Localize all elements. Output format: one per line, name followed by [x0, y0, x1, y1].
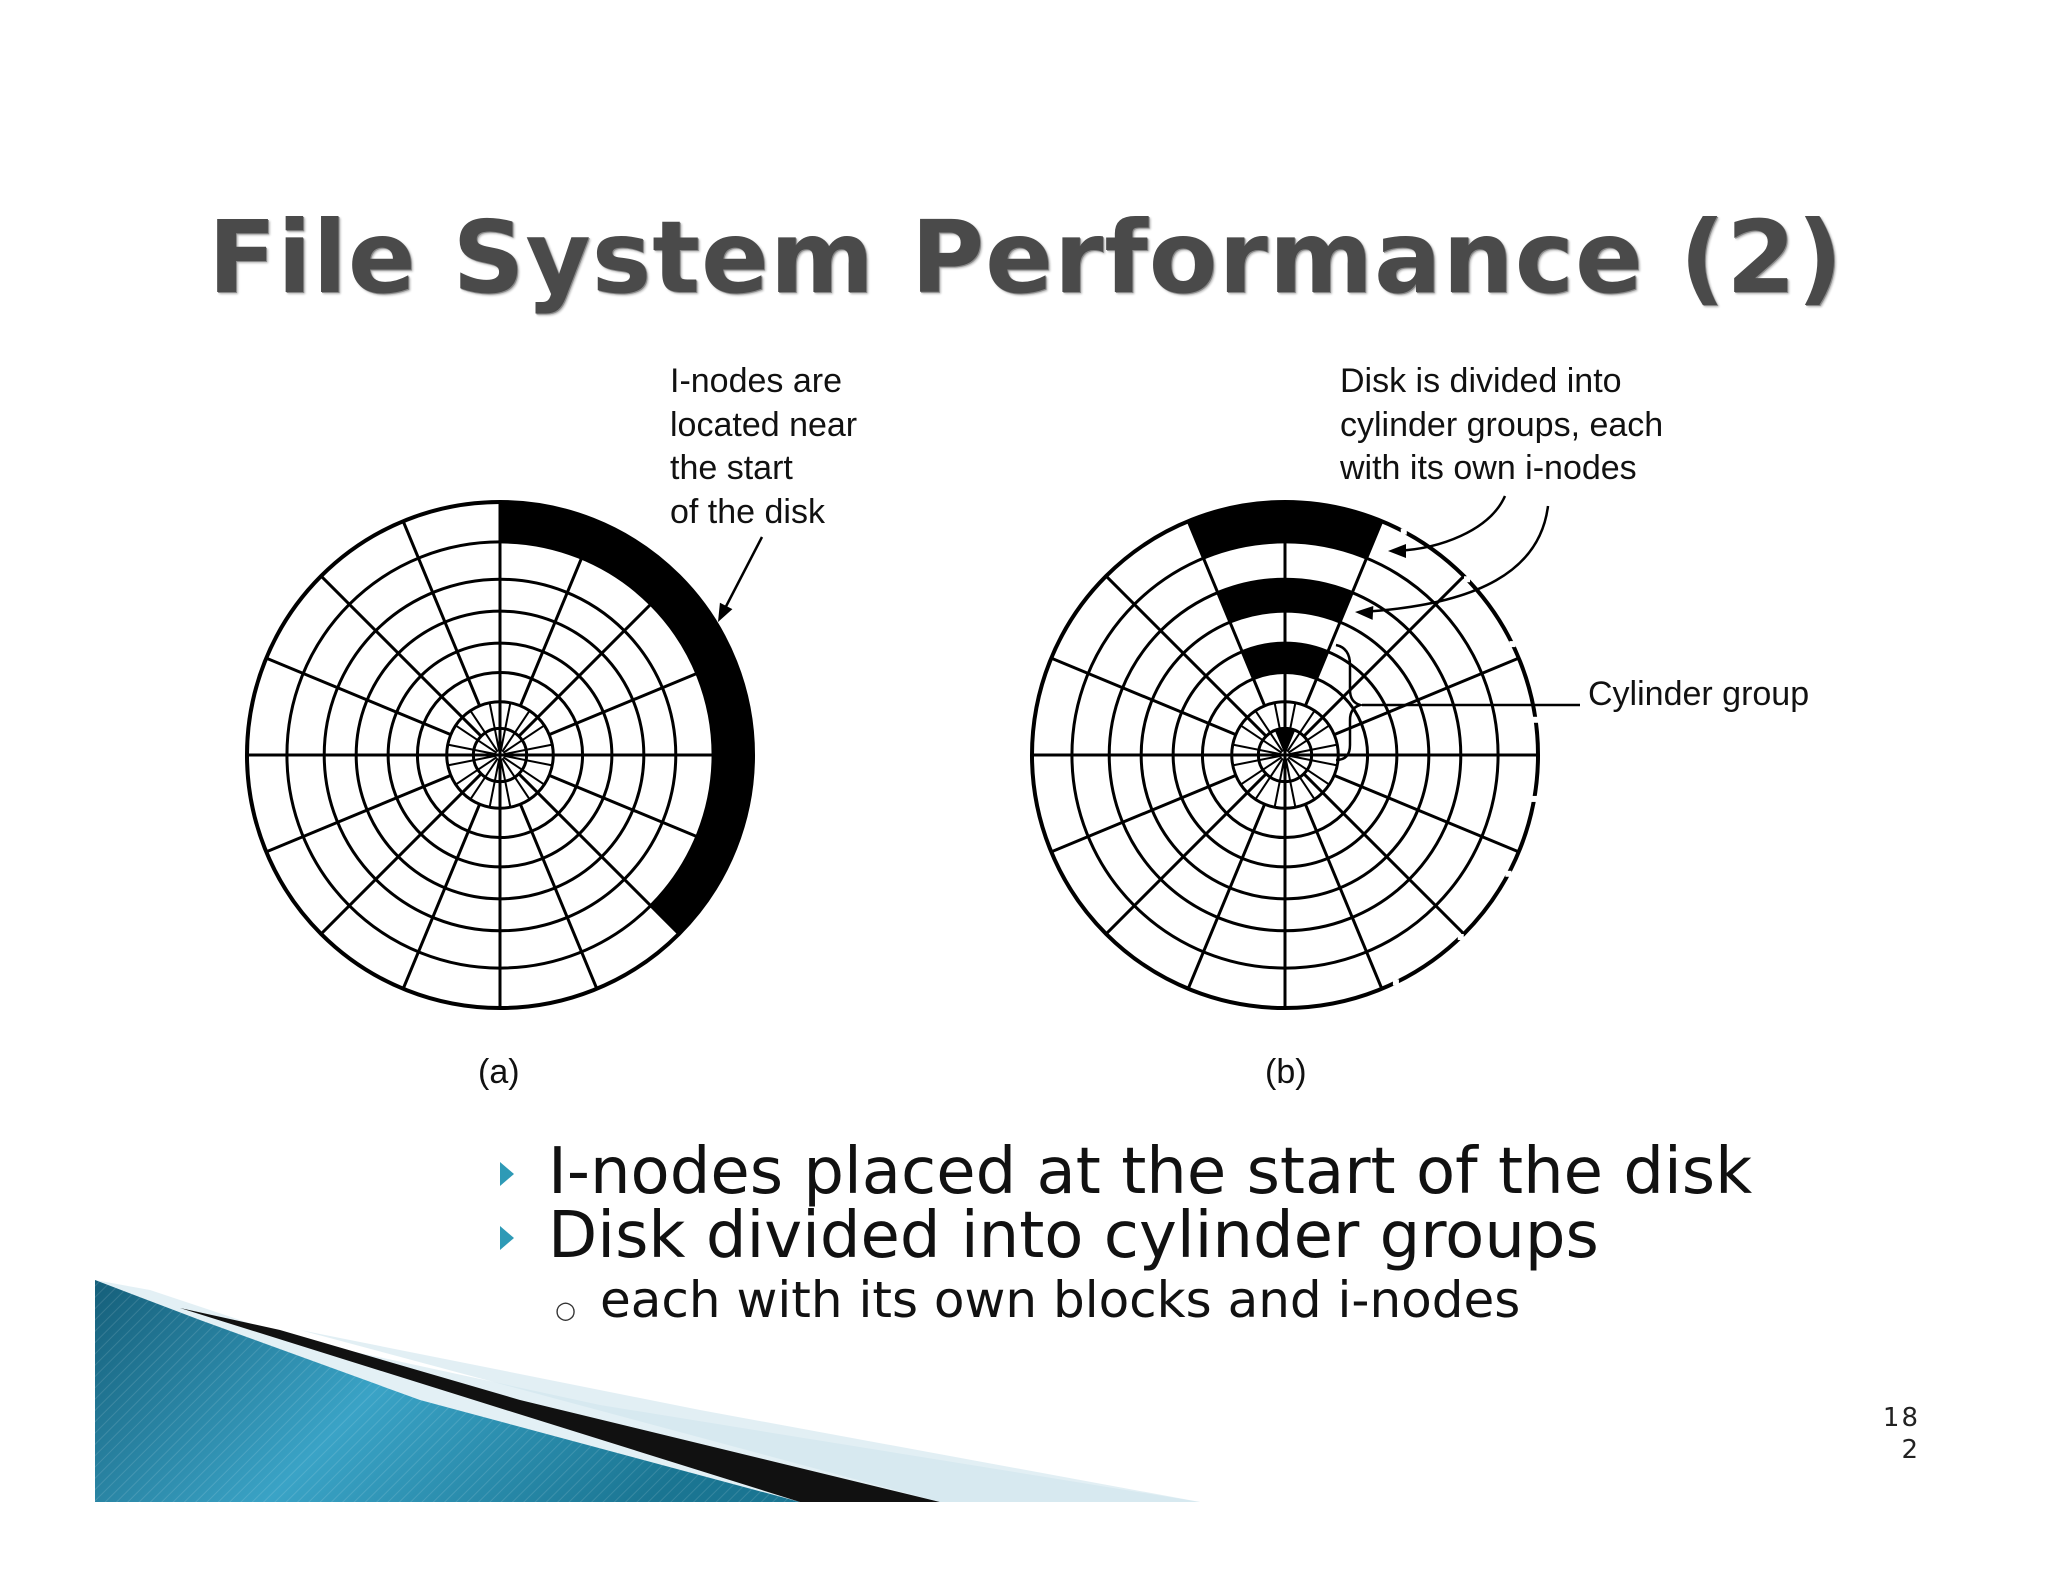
hub-line: [1286, 757, 1316, 800]
hub-line: [469, 757, 499, 800]
track-gap: [1531, 795, 1538, 802]
sector-line: [1302, 772, 1465, 935]
slide-title: File System Performance (2): [208, 199, 1844, 316]
sector-line: [1050, 656, 1237, 737]
hub-line: [1288, 743, 1338, 756]
hub-line: [1240, 724, 1283, 754]
sector-line: [1105, 575, 1268, 738]
page-number: 18 2: [1882, 1403, 1920, 1465]
inode-region: [500, 501, 754, 934]
diagram-label-a: (a): [478, 1053, 520, 1091]
hub-line: [502, 756, 545, 786]
bullet-item: Disk divided into cylinder groups: [500, 1204, 1752, 1268]
hub-line: [1273, 758, 1286, 808]
hub-line: [447, 743, 497, 756]
hub-line: [488, 758, 501, 808]
hub-line: [1286, 710, 1316, 753]
callout-inodes-near-start: I-nodes are located near the start of th…: [670, 362, 858, 531]
sector-line: [1303, 803, 1384, 990]
sector-line: [320, 575, 483, 738]
hub-line: [488, 702, 501, 752]
hub-line: [1240, 756, 1283, 786]
hub-line: [503, 754, 553, 767]
circle-bullet-icon: ○: [555, 1296, 576, 1324]
bullet-arrow-icon: [500, 1162, 514, 1186]
hub-line: [1287, 724, 1330, 754]
arrow-head: [718, 602, 733, 622]
callout-arrows: [718, 495, 1580, 762]
track-gap: [1400, 528, 1407, 535]
sector-line: [401, 520, 482, 707]
hub-line: [501, 710, 531, 753]
sector-line: [1105, 772, 1268, 935]
arrow-line: [718, 536, 764, 619]
diagram-label-b: (b): [1265, 1053, 1307, 1091]
sector-line: [548, 656, 735, 737]
track-gap: [1509, 641, 1516, 648]
hub-line: [501, 757, 531, 800]
sector-line: [1303, 520, 1384, 707]
sub-bullet-item: ○ each with its own blocks and i-nodes: [500, 1270, 1752, 1330]
hub-line: [447, 754, 497, 767]
sector-line: [1333, 773, 1520, 854]
hub-line: [1232, 754, 1282, 767]
bracket-line: [1335, 643, 1365, 762]
disk-b-diagram: [1029, 499, 1541, 1011]
sector-line: [548, 773, 735, 854]
bullet-arrow-icon: [500, 1226, 514, 1250]
hub-line: [455, 756, 498, 786]
bullet-text: Disk divided into cylinder groups: [548, 1199, 1599, 1273]
hub-line: [502, 724, 545, 754]
sub-bullet-text: each with its own blocks and i-nodes: [600, 1271, 1521, 1329]
hub-line: [1254, 710, 1284, 753]
sector-line: [1186, 803, 1267, 990]
sector-line: [1186, 520, 1267, 707]
hub-line: [469, 710, 499, 753]
sector-line: [1333, 656, 1520, 737]
sector-line: [518, 803, 599, 990]
hub-line: [1232, 743, 1282, 756]
arrow-line: [1359, 505, 1550, 614]
callout-cylinder-groups: Disk is divided into cylinder groups, ea…: [1340, 362, 1664, 487]
track-gap: [1532, 716, 1539, 723]
sector-line: [518, 520, 599, 707]
sector-line: [401, 803, 482, 990]
bullet-list: I-nodes placed at the start of the disk …: [500, 1140, 1752, 1330]
hub-line: [1287, 756, 1330, 786]
sector-line: [265, 656, 452, 737]
sector-line: [517, 772, 680, 935]
sector-line: [1050, 773, 1237, 854]
bullet-text: I-nodes placed at the start of the disk: [548, 1135, 1753, 1209]
disk-a-diagram: [244, 499, 756, 1011]
hub-line: [1273, 702, 1286, 752]
hub-line: [499, 758, 512, 808]
hub-line: [499, 702, 512, 752]
hub-line: [1254, 757, 1284, 800]
sector-line: [517, 575, 680, 738]
hub-line: [503, 743, 553, 756]
hub-line: [455, 724, 498, 754]
sector-line: [320, 772, 483, 935]
arrow-line: [1391, 495, 1507, 553]
hub-line: [1288, 754, 1338, 767]
track-gap: [1392, 979, 1399, 986]
sector-line: [265, 773, 452, 854]
hub-line: [1284, 758, 1297, 808]
track-gap: [1464, 576, 1471, 583]
track-gap: [1457, 934, 1464, 941]
arrow-head: [1355, 605, 1374, 620]
track-gap: [1505, 870, 1512, 877]
hub-line: [1284, 702, 1297, 752]
cylinder-group-label: Cylinder group: [1588, 675, 1810, 713]
bullet-item: I-nodes placed at the start of the disk: [500, 1140, 1752, 1204]
arrow-head: [1388, 544, 1406, 558]
